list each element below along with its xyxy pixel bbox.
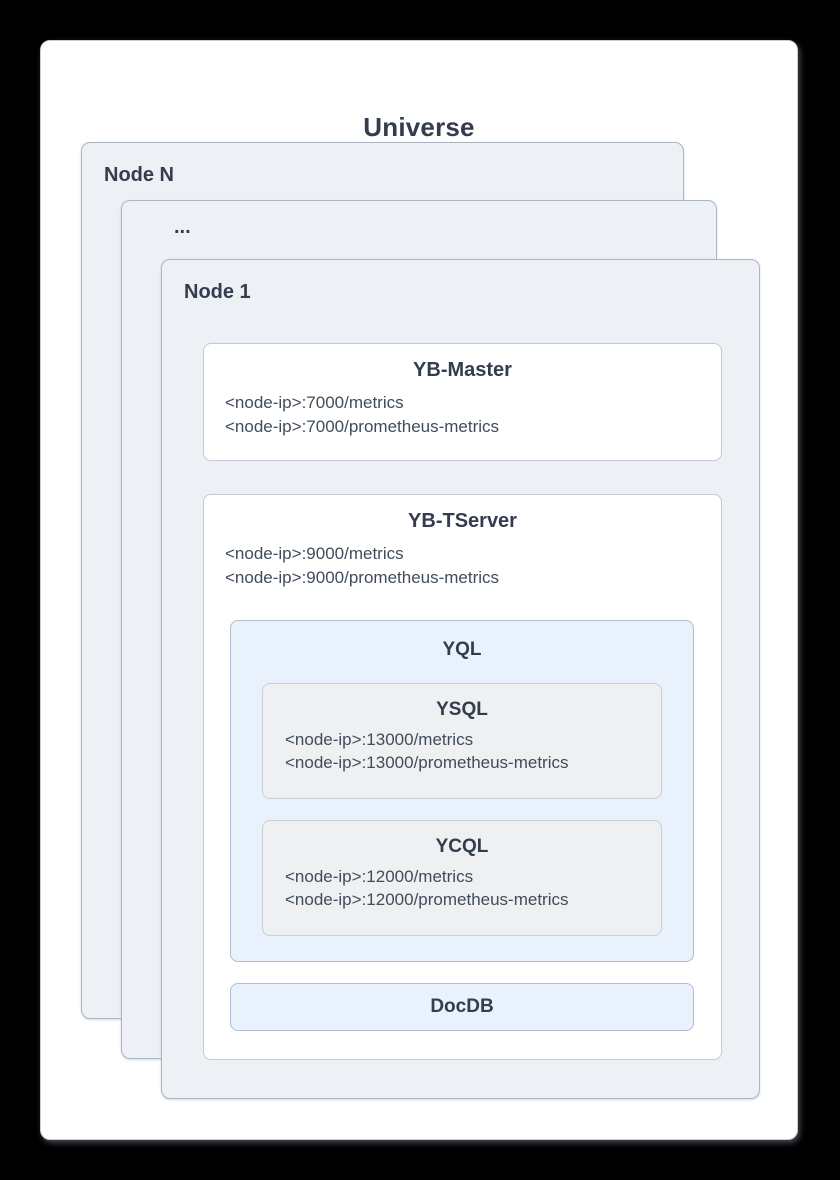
ysql-metrics: <node-ip>:13000/metrics <node-ip>:13000/… [285, 728, 661, 774]
metric-line: <node-ip>:13000/metrics [285, 730, 474, 749]
metric-line: <node-ip>:7000/metrics [225, 393, 404, 412]
node-ellipsis-label: ... [174, 216, 191, 238]
universe-container: Universe Node N ... Node 1 YB-Master <no… [40, 40, 798, 1140]
yb-tserver-title: YB-TServer [408, 510, 517, 532]
ycql-metrics: <node-ip>:12000/metrics <node-ip>:12000/… [285, 865, 661, 911]
universe-title: Universe [363, 112, 475, 142]
ysql-box: YSQL <node-ip>:13000/metrics <node-ip>:1… [262, 683, 662, 799]
ysql-title: YSQL [436, 699, 488, 720]
metric-line: <node-ip>:7000/prometheus-metrics [225, 417, 500, 436]
yb-master-metrics: <node-ip>:7000/metrics <node-ip>:7000/pr… [225, 391, 721, 439]
metric-line: <node-ip>:13000/prometheus-metrics [285, 753, 569, 772]
ycql-title: YCQL [435, 836, 489, 857]
yb-master-box: YB-Master <node-ip>:7000/metrics <node-i… [203, 343, 722, 461]
docdb-title: DocDB [430, 996, 494, 1017]
yql-box: YQL YSQL <node-ip>:13000/metrics <node-i… [230, 620, 694, 962]
ycql-box: YCQL <node-ip>:12000/metrics <node-ip>:1… [262, 820, 662, 936]
node-1-label: Node 1 [184, 281, 251, 303]
metric-line: <node-ip>:9000/prometheus-metrics [225, 568, 500, 587]
node-n-label: Node N [104, 164, 174, 186]
node-1-box: Node 1 YB-Master <node-ip>:7000/metrics … [161, 259, 760, 1099]
metric-line: <node-ip>:12000/prometheus-metrics [285, 890, 569, 909]
yb-tserver-box: YB-TServer <node-ip>:9000/metrics <node-… [203, 494, 722, 1060]
yql-title: YQL [442, 639, 482, 660]
yb-master-title: YB-Master [413, 359, 512, 381]
metric-line: <node-ip>:9000/metrics [225, 544, 404, 563]
metric-line: <node-ip>:12000/metrics [285, 867, 474, 886]
yb-tserver-metrics: <node-ip>:9000/metrics <node-ip>:9000/pr… [225, 542, 721, 590]
docdb-box: DocDB [230, 983, 694, 1031]
